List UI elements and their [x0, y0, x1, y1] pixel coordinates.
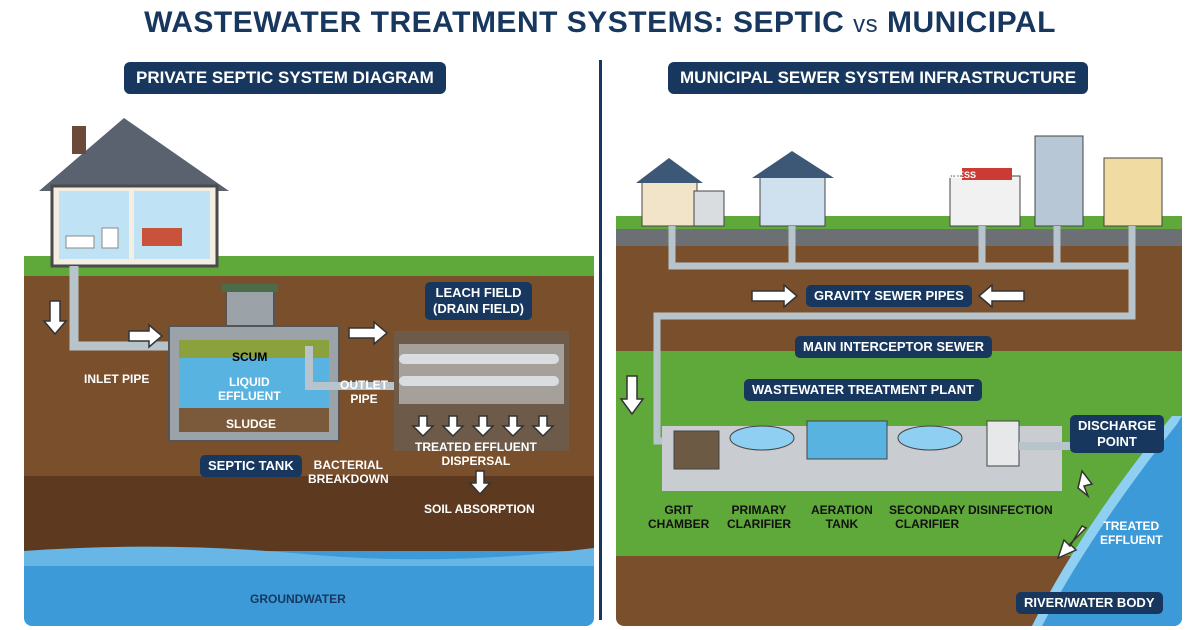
soil-absorption-label: SOIL ABSORPTION	[424, 502, 535, 516]
scum-label: SCUM	[232, 350, 268, 364]
panel-divider	[599, 60, 602, 620]
treated-effluent-label: TREATED EFFLUENT	[1100, 519, 1163, 547]
septic-tank-icon	[168, 284, 340, 442]
municipal-sewer-diagram	[616, 135, 1182, 626]
groundwater-label: GROUNDWATER	[250, 592, 346, 606]
disinfection-label: DISINFECTION	[968, 503, 1053, 517]
outlet-pipe-label: OUTLET PIPE	[340, 378, 388, 406]
discharge-point-tag: DISCHARGE POINT	[1070, 415, 1165, 453]
leach-field-tag: LEACH FIELD (DRAIN FIELD)	[425, 282, 532, 320]
primary-clarifier-label: PRIMARY CLARIFIER	[727, 503, 791, 531]
municipal-panel-heading: MUNICIPAL SEWER SYSTEM INFRASTRUCTURE	[668, 62, 1089, 94]
gravity-sewer-pipes-tag: GRAVITY SEWER PIPES	[806, 285, 972, 307]
treatment-plant-icon	[662, 420, 1072, 491]
aeration-tank-label: AERATION TANK	[811, 503, 873, 531]
liquid-effluent-label: LIQUID EFFLUENT	[218, 375, 281, 403]
grit-chamber-label: GRIT CHAMBER	[648, 503, 710, 531]
business-sign: BUSINESS	[930, 170, 977, 180]
septic-system-diagram	[24, 118, 594, 626]
river-water-body-tag: RIVER/WATER BODY	[1016, 592, 1163, 614]
house-icon	[39, 118, 229, 268]
secondary-clarifier-label: SECONDARY CLARIFIER	[889, 503, 966, 531]
buildings-row-icon	[636, 135, 1163, 227]
page-title: WASTEWATER TREATMENT SYSTEMS: SEPTIC vs …	[144, 6, 1056, 39]
main-interceptor-sewer-tag: MAIN INTERCEPTOR SEWER	[795, 336, 993, 358]
treated-effluent-dispersal-label: TREATED EFFLUENT DISPERSAL	[415, 440, 537, 468]
bacterial-breakdown-label: BACTERIAL BREAKDOWN	[308, 458, 389, 486]
septic-panel-heading: PRIVATE SEPTIC SYSTEM DIAGRAM	[124, 62, 446, 94]
inlet-pipe-label: INLET PIPE	[84, 372, 150, 386]
wastewater-treatment-plant-tag: WASTEWATER TREATMENT PLANT	[744, 379, 982, 401]
sludge-label: SLUDGE	[226, 417, 277, 431]
septic-tank-tag: SEPTIC TANK	[200, 455, 302, 477]
